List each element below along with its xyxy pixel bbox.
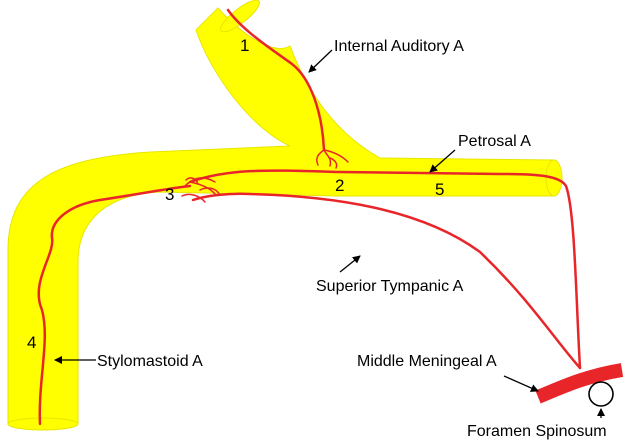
- segment-number-1: 1: [240, 36, 249, 55]
- petrosal-artery: [190, 171, 580, 368]
- label-stylomastoid-artery: Stylomastoid A: [97, 353, 203, 370]
- middle-meningeal-artery: [538, 370, 622, 397]
- foramen-spinosum-ring: [589, 382, 613, 406]
- segment-number-4: 4: [27, 333, 36, 352]
- label-middle-meningeal-artery: Middle Meningeal A: [357, 353, 497, 370]
- label-foramen-spinosum: Foramen Spinosum: [467, 423, 607, 440]
- arrow-internal-auditory: [309, 50, 332, 72]
- segment-number-2: 2: [335, 176, 344, 195]
- segment-number-3: 3: [165, 185, 174, 204]
- arrow-superior-tympanic: [340, 256, 360, 272]
- label-superior-tympanic-artery: Superior Tympanic A: [316, 278, 464, 295]
- label-internal-auditory-artery: Internal Auditory A: [334, 38, 464, 55]
- segment-number-5: 5: [435, 180, 444, 199]
- label-petrosal-artery: Petrosal A: [458, 133, 531, 150]
- arrow-middle-meningeal: [504, 376, 538, 391]
